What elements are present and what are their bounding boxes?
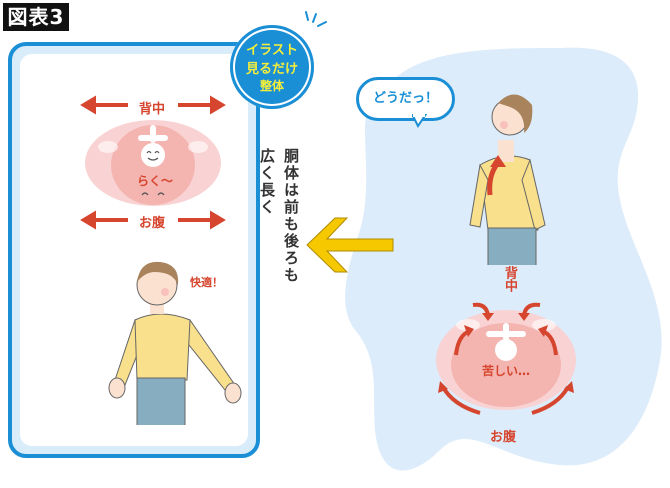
expand-arrows-top bbox=[80, 95, 226, 115]
badge-line-3: 整体 bbox=[259, 79, 284, 93]
speech-bubble: どうだっ！ bbox=[356, 77, 455, 121]
speech-bubble-tail bbox=[412, 114, 428, 128]
vertical-text-column-2: 広く長く bbox=[258, 148, 276, 216]
vertical-text-column-1: 胴体は前も後ろも bbox=[282, 148, 300, 284]
chest-out-person-illustration bbox=[469, 94, 546, 265]
compressed-torso-diagram bbox=[436, 302, 576, 415]
left-panel bbox=[8, 42, 260, 458]
back-label-right: 背中 bbox=[502, 266, 517, 292]
relaxed-person-illustration bbox=[108, 261, 242, 425]
badge-line-1: イラスト bbox=[246, 43, 298, 58]
comfortable-caption: 快適！ bbox=[190, 276, 223, 289]
badge-line-2: 見るだけ bbox=[245, 62, 298, 77]
figure-label: 図表3 bbox=[3, 3, 69, 31]
yellow-left-arrow-icon bbox=[306, 217, 394, 273]
sparkle-lines-icon bbox=[305, 11, 327, 27]
left-panel-inner bbox=[20, 54, 248, 446]
belly-label-left: お腹 bbox=[139, 216, 166, 231]
relaxed-caption: らく〜 bbox=[137, 174, 174, 188]
back-label-left: 背中 bbox=[139, 102, 166, 117]
painful-caption: 苦しい… bbox=[482, 364, 531, 378]
expand-arrows-bottom bbox=[80, 210, 226, 230]
belly-label-right: お腹 bbox=[490, 430, 517, 445]
relaxed-torso-diagram bbox=[80, 95, 226, 230]
series-badge: イラスト 見るだけ 整体 bbox=[230, 25, 314, 109]
